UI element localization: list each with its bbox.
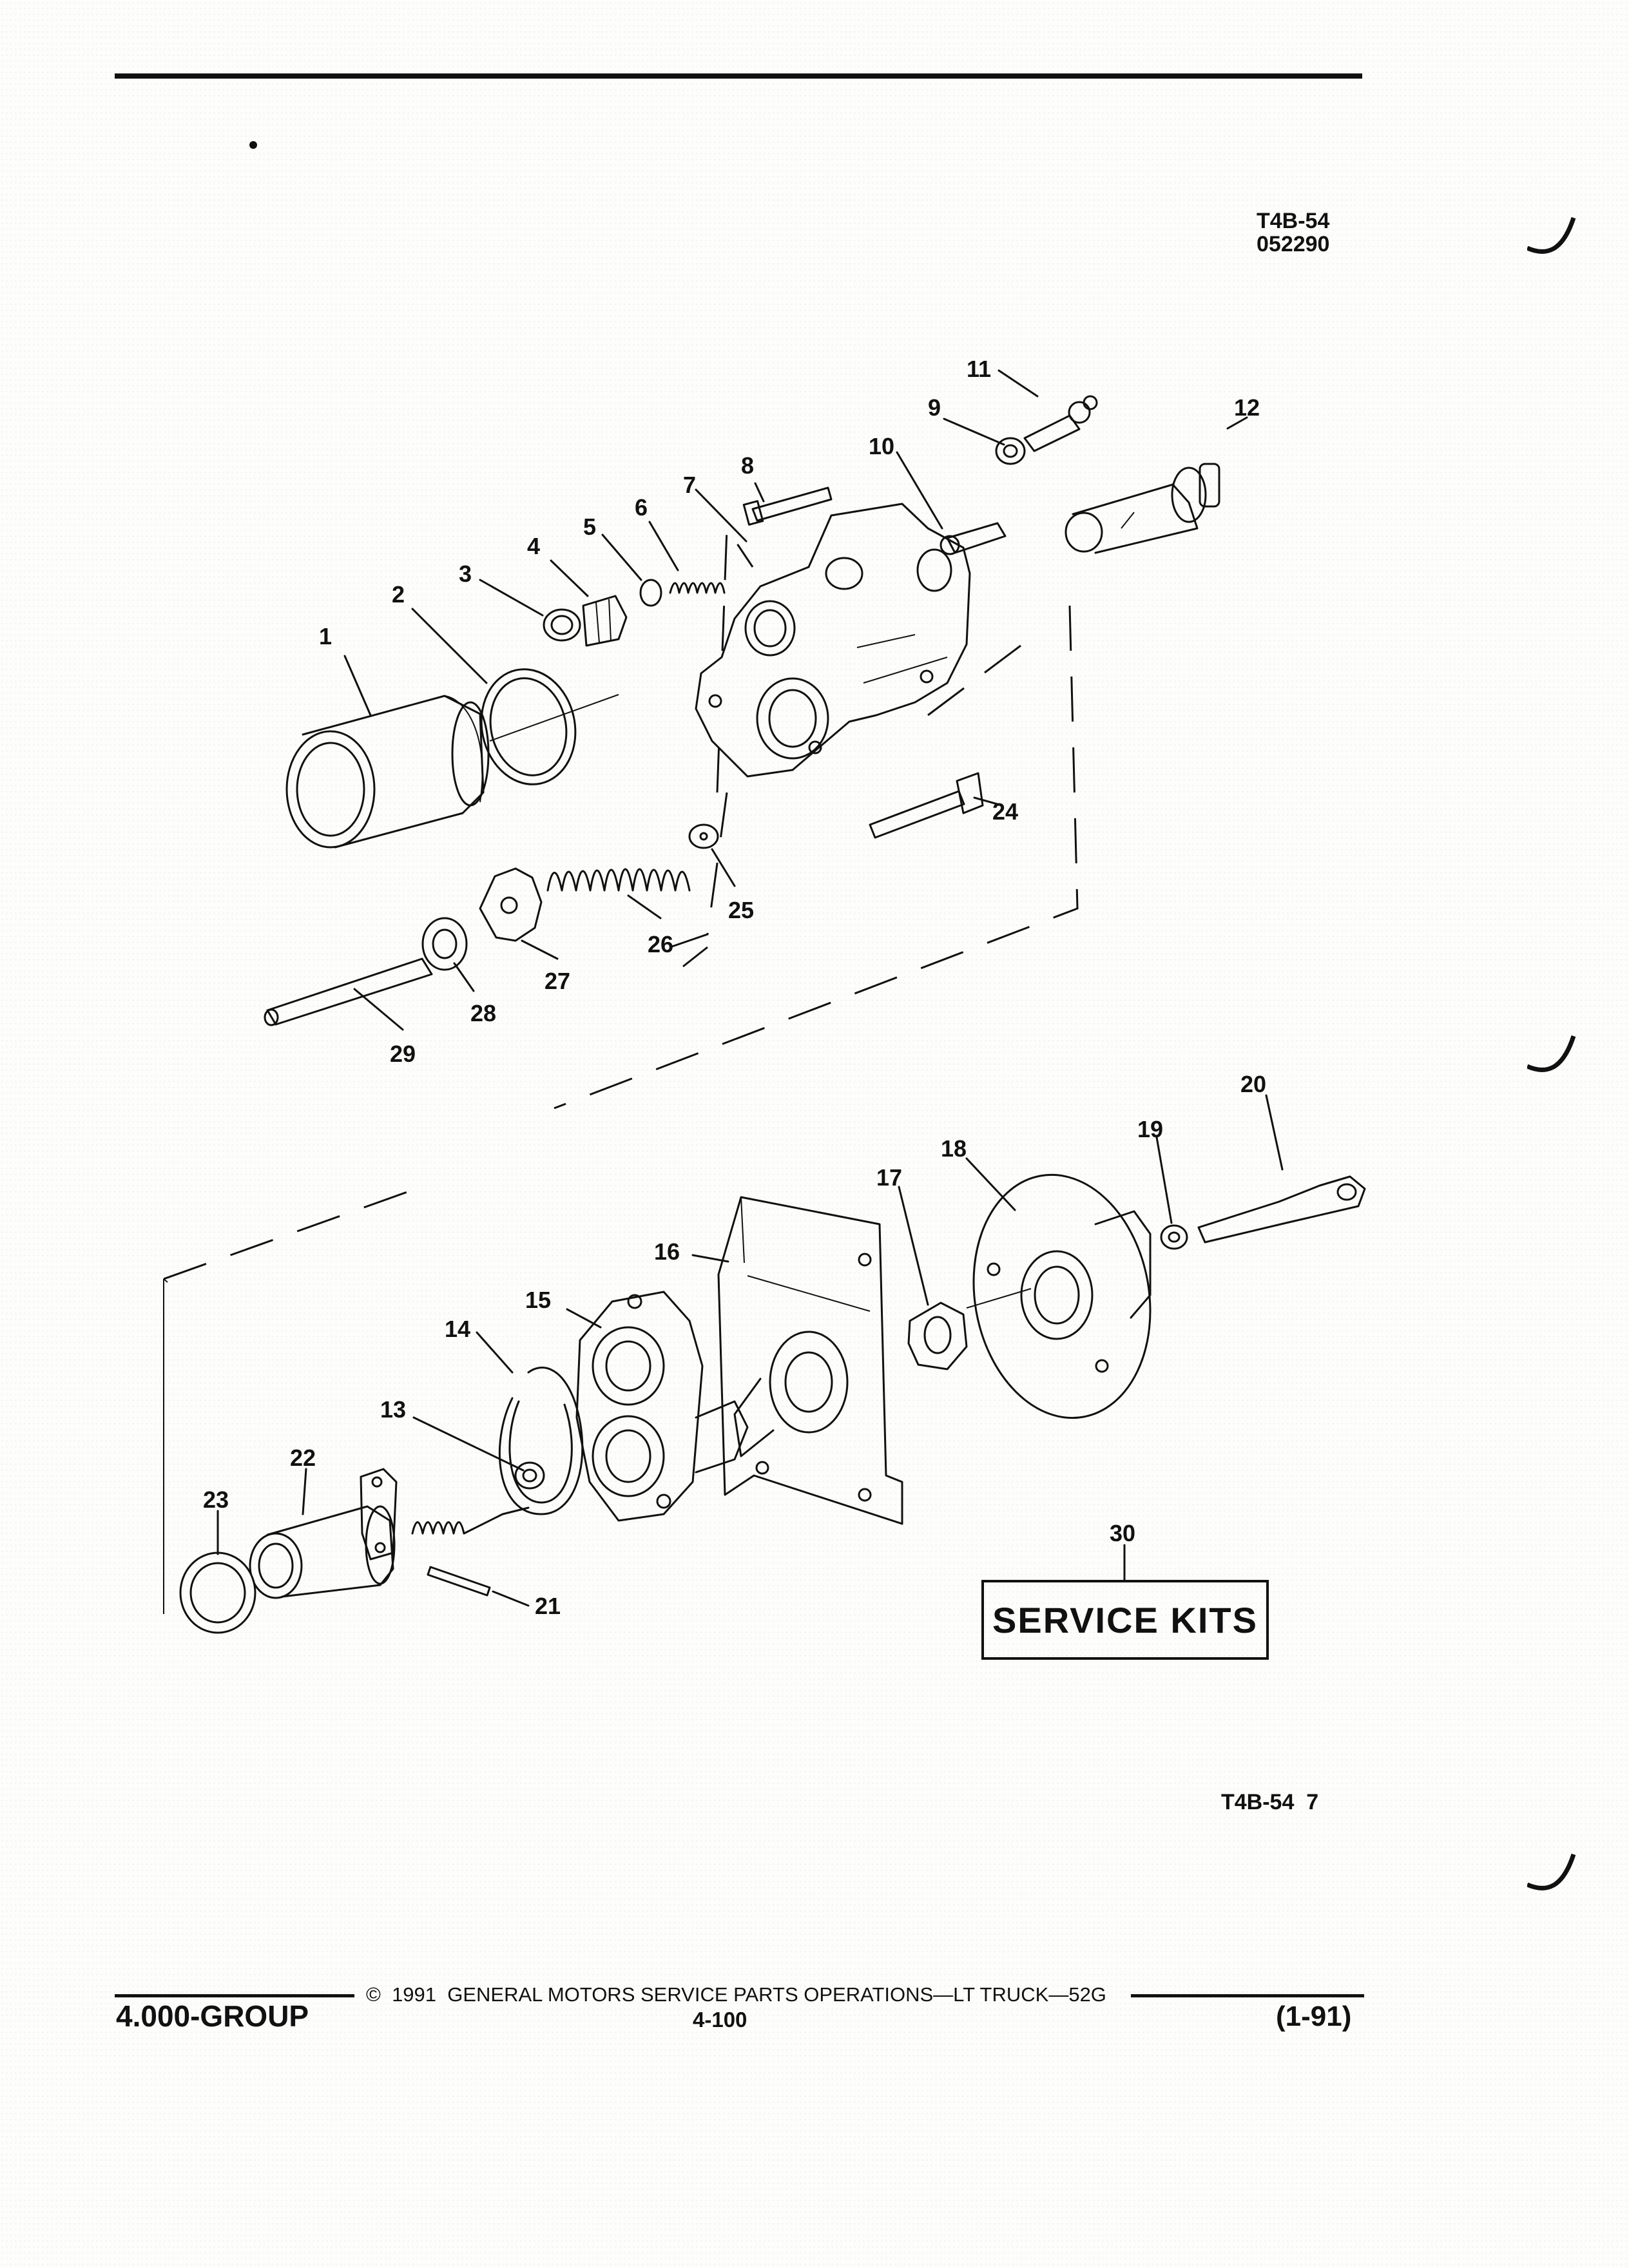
callout-23: 23 [203,1486,229,1513]
figure-date: 052290 [1257,232,1330,256]
part-8-bolt [742,486,833,526]
callout-20: 20 [1240,1071,1266,1097]
part-21-pin [427,1566,491,1597]
callout-17: 17 [876,1164,902,1191]
callout-30: 30 [1110,1520,1135,1546]
margin-mark-top [1527,216,1576,254]
part-26-spring [546,868,691,892]
part-28-nut [421,917,468,971]
part-2-ring [480,668,577,785]
callout-1: 1 [319,623,332,649]
callout-14: 14 [445,1316,470,1342]
top-rule [115,73,1362,79]
service-kits-label: SERVICE KITS [992,1599,1258,1640]
part-17-nut [907,1302,968,1370]
callout-24: 24 [992,798,1018,825]
callout-26: 26 [648,931,673,957]
part-29-rod [264,957,433,1026]
part-19-washer [1160,1224,1188,1250]
part-5-oring [639,579,662,607]
footer-rule-left [115,1994,354,1997]
callout-9: 9 [928,394,941,421]
callout-19: 19 [1137,1116,1163,1142]
part-4-valve [582,595,628,647]
margin-mark-middle [1527,1035,1576,1072]
service-kits-box: SERVICE KITS [981,1580,1269,1660]
callout-7: 7 [683,472,696,498]
callout-4: 4 [527,533,540,559]
part-3-washer [543,608,581,642]
callout-15: 15 [525,1287,551,1313]
part-11-nipple [1023,395,1098,452]
callout-13: 13 [380,1396,406,1423]
callout-12: 12 [1234,394,1260,421]
callout-5: 5 [583,514,596,540]
part-1-sleeve [285,695,490,849]
callout-3: 3 [459,561,472,587]
footer-group: 4.000-GROUP [116,1999,309,2033]
part-15-housing [575,1291,749,1522]
part-24-bolt [869,772,984,839]
callout-10: 10 [869,433,894,459]
margin-mark-bottom [1527,1853,1576,1890]
part-27-plate [479,867,543,942]
part-7-housing [695,503,971,778]
part-10-fitting [940,522,1007,555]
callout-11: 11 [967,356,991,382]
footer-copyright: © 1991 GENERAL MOTORS SERVICE PARTS OPER… [366,1983,1106,2006]
callout-22: 22 [290,1445,316,1471]
callout-28: 28 [470,1000,496,1026]
part-12-shaft [1065,463,1220,554]
callout-8: 8 [741,452,754,479]
part-13-oring [514,1461,545,1490]
part-16-bracket [717,1196,903,1525]
part-22-cylinder [249,1505,396,1599]
callout-21: 21 [535,1593,561,1619]
part-6-spring [669,582,726,594]
figure-code: T4B-54 [1257,209,1330,233]
figure-reference: T4B-54 7 [1221,1790,1319,1814]
callout-2: 2 [392,581,405,608]
footer-rule-right [1131,1994,1364,1997]
callout-18: 18 [941,1135,967,1162]
callout-29: 29 [390,1041,416,1067]
callout-27: 27 [545,968,570,994]
footer-revision: (1-91) [1276,2001,1352,2032]
footer-page-number: 4-100 [693,2008,747,2032]
part-9-washer [995,437,1026,465]
callout-16: 16 [654,1238,680,1265]
callout-6: 6 [635,494,648,521]
callout-25: 25 [728,897,754,923]
part-14-ring [498,1367,584,1515]
part-20-link [1197,1175,1366,1244]
part-25-shim [688,823,719,849]
part-18-flange [972,1173,1152,1419]
part-23-seal [179,1552,256,1634]
